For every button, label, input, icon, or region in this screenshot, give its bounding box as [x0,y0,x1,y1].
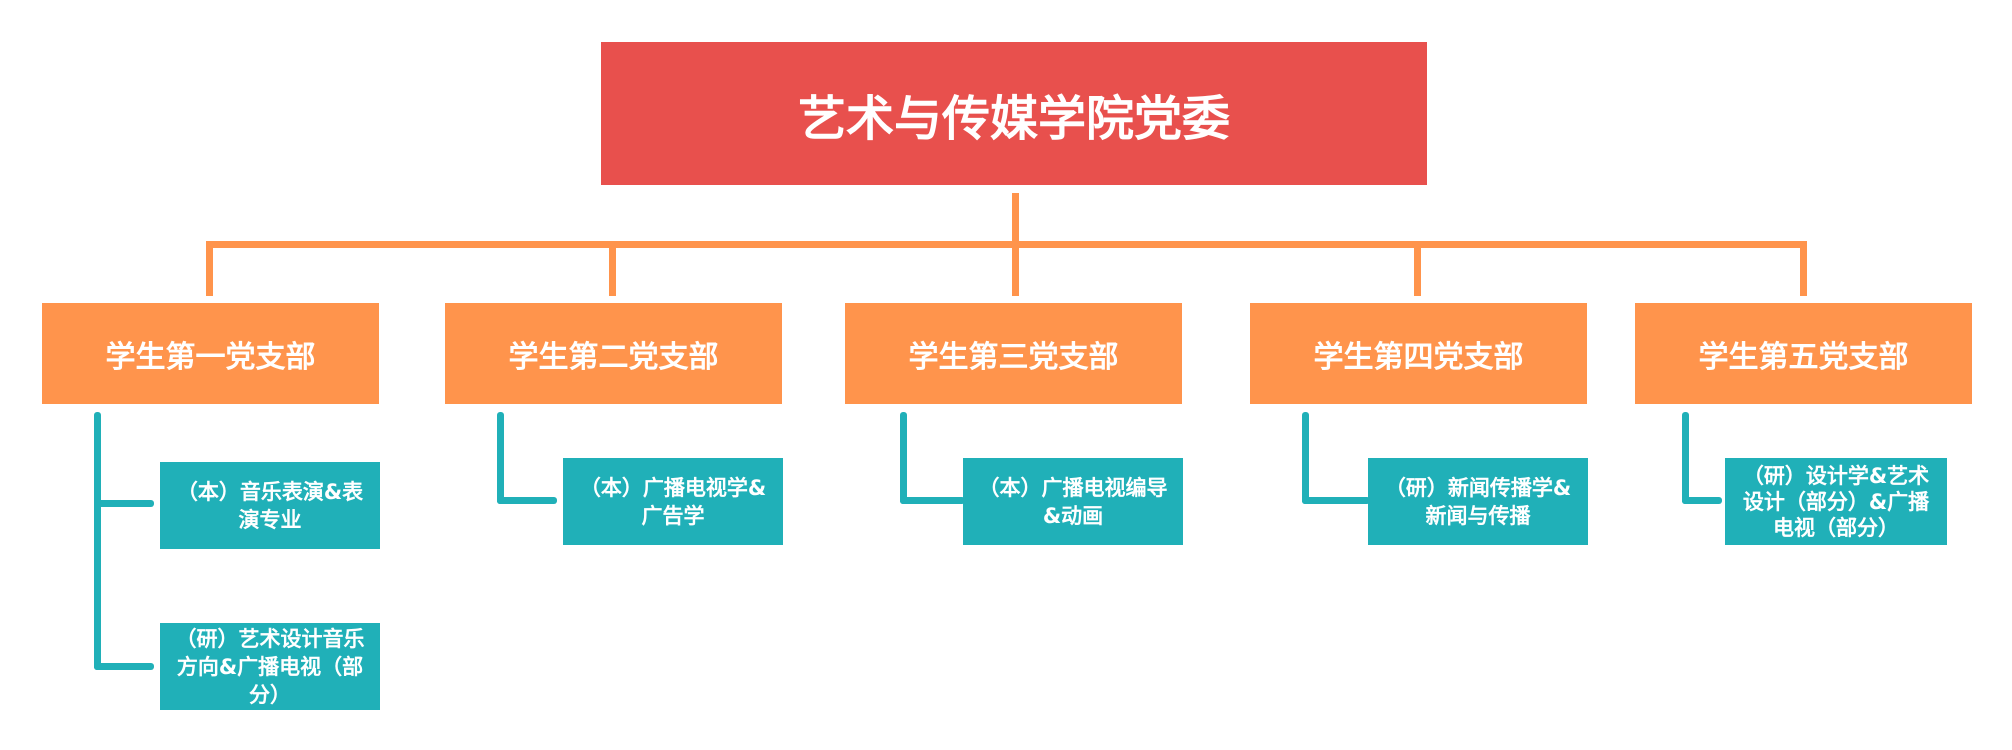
branch-1-child-2-connector [94,663,154,670]
branch-3-drop-connector [1012,241,1019,296]
branch-3-child-1-connector [900,497,965,504]
branch-4-drop-connector [1414,241,1421,296]
branch-1-child-vertical-connector [94,412,101,670]
branch-node-5: 学生第五党支部 [1635,303,1972,404]
branch-node-4: 学生第四党支部 [1250,303,1587,404]
trunk-connector [1012,193,1019,247]
leaf-node-1-1: （本）音乐表演&表演专业 [160,462,380,549]
branch-node-3: 学生第三党支部 [845,303,1182,404]
branch-node-2: 学生第二党支部 [445,303,782,404]
root-node-party-committee: 艺术与传媒学院党委 [601,42,1427,185]
branch-5-child-1-connector [1682,497,1722,504]
branch-4-child-1-connector [1302,497,1370,504]
branch-4-child-vertical-connector [1302,412,1309,504]
branch-1-drop-connector [206,241,213,296]
horizontal-connector [206,241,1807,248]
branch-2-child-vertical-connector [497,412,504,504]
leaf-node-5-1: （研）设计学&艺术设计（部分）&广播电视（部分） [1725,458,1947,545]
leaf-node-1-2: （研）艺术设计音乐方向&广播电视（部分） [160,623,380,710]
leaf-node-2-1: （本）广播电视学&广告学 [563,458,783,545]
branch-2-drop-connector [609,241,616,296]
branch-5-drop-connector [1800,241,1807,296]
branch-5-child-vertical-connector [1682,412,1689,504]
branch-node-1: 学生第一党支部 [42,303,379,404]
branch-3-child-vertical-connector [900,412,907,504]
leaf-node-3-1: （本）广播电视编导&动画 [963,458,1183,545]
leaf-node-4-1: （研）新闻传播学&新闻与传播 [1368,458,1588,545]
branch-2-child-1-connector [497,497,557,504]
branch-1-child-1-connector [94,500,154,507]
